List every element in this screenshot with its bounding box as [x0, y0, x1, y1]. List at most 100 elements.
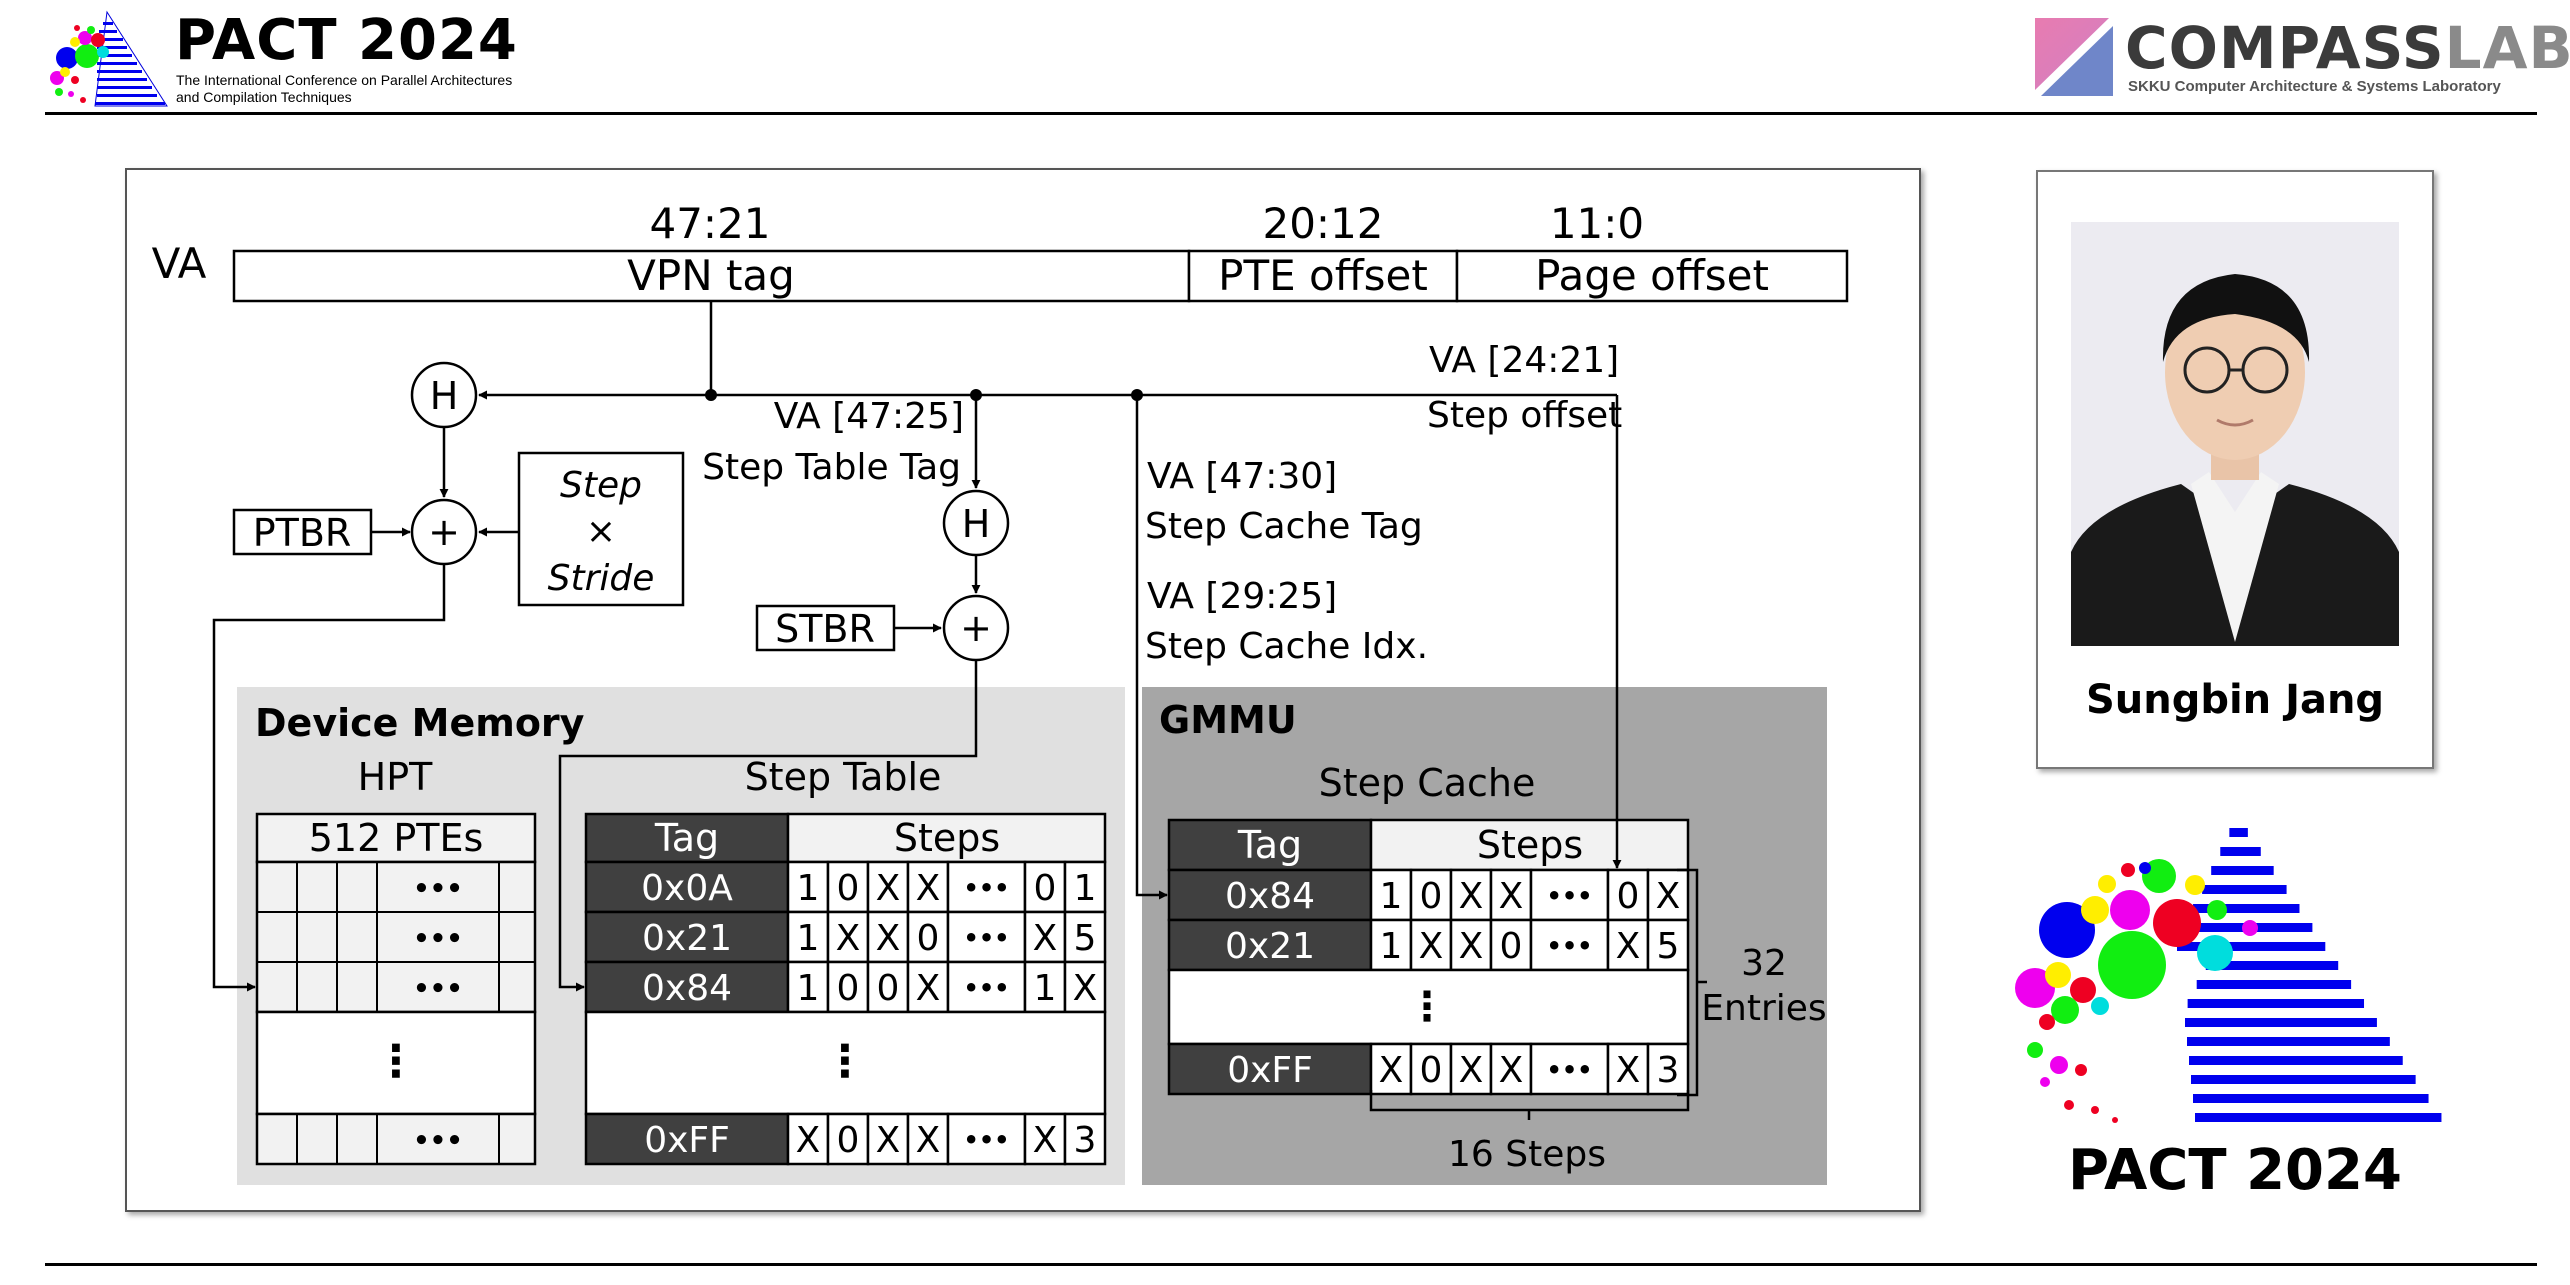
step-table-col-tag: Tag [654, 816, 719, 860]
hpt-title: HPT [358, 755, 433, 799]
step-cache-step-cell: X [1419, 926, 1444, 967]
ptbr-label: PTBR [253, 511, 352, 555]
step-table-step-cell: X [836, 918, 861, 959]
step-cache-step-cell: X [1656, 876, 1681, 917]
step-table-tag: 0x0A [641, 868, 733, 909]
hpt-ellipsis-row3: ••• [413, 974, 463, 1004]
step-table-step-cell: X [1073, 968, 1098, 1009]
lab-subtitle: SKKU Computer Architecture & Systems Lab… [2128, 78, 2501, 95]
step-table-last-step-cell: ••• [963, 1126, 1009, 1154]
step-table-step-cell: ••• [963, 874, 1009, 902]
step-cache-step-cell: 0 [1617, 876, 1640, 917]
junction-step-cache [1131, 389, 1143, 401]
bit-range-11-0: 11:0 [1550, 199, 1644, 248]
va-pte-offset-field [1187, 249, 1459, 303]
step-cache-last-step-cell: X [1379, 1050, 1404, 1091]
step-stride-times: × [586, 511, 616, 552]
step-table-last-step-cell: X [876, 1120, 901, 1161]
step-cache-step-cell: X [1459, 876, 1484, 917]
adder-step-table-label: + [960, 606, 992, 650]
step-table-tag-name: Step Table Tag [702, 447, 961, 488]
step-cache-tag: 0x84 [1225, 876, 1315, 917]
hpt-header: 512 PTEs [309, 816, 484, 860]
step-cache-col-tag: Tag [1237, 823, 1302, 867]
step-table-step-cell: 0 [837, 868, 860, 909]
step-table-step-cell: 1 [1034, 968, 1057, 1009]
entries-count: 32 [1741, 943, 1787, 984]
wires [212, 301, 1622, 992]
step-cache-step-cell: ••• [1546, 882, 1592, 910]
step-table-last-step-cell: X [1033, 1120, 1058, 1161]
junction-vpn [705, 389, 717, 401]
conference-subtitle: The International Conference on Parallel… [176, 72, 536, 106]
step-cache-col-steps: Steps [1477, 823, 1583, 867]
diagram-frame: VA 47:21 20:12 11:0 VPN tag PTE offset P… [125, 168, 1921, 1212]
conference-subtitle-line1: The International Conference on Parallel… [176, 72, 513, 88]
step-cache-step-cell: 0 [1420, 876, 1443, 917]
bit-range-47-21: 47:21 [649, 199, 770, 248]
step-table-step-cell: ••• [963, 924, 1009, 952]
step-table-step-cell: X [1033, 918, 1058, 959]
va-label: VA [152, 239, 207, 288]
step-cache-title: Step Cache [1319, 761, 1536, 805]
step-table-tag-bits: VA [47:25] [774, 396, 964, 437]
hpt-ellipsis-row2: ••• [413, 924, 463, 954]
pact-logo-title: PACT 2024 [2068, 1138, 2402, 1203]
step-cache-last-step-cell: ••• [1546, 1056, 1592, 1084]
step-offset-bits: VA [24:21] [1429, 340, 1619, 381]
entries-label: Entries [1701, 988, 1826, 1029]
steps-count-label: 16 Steps [1448, 1134, 1606, 1175]
device-memory-title: Device Memory [255, 701, 585, 745]
step-cache-last-tag: 0xFF [1227, 1050, 1313, 1091]
pact-logo-icon [50, 10, 168, 107]
va-page-offset-label: Page offset [1535, 251, 1769, 300]
ptbr-register [232, 508, 373, 556]
step-table-col-steps: Steps [894, 816, 1000, 860]
lab-name: COMPASSLAB [2125, 14, 2570, 82]
header-divider [45, 112, 2537, 115]
conference-subtitle-line2: and Compilation Techniques [176, 89, 352, 105]
step-stride-step: Step [560, 465, 642, 506]
hash-unit-step-table-label: H [962, 502, 991, 546]
presenter-card: Sungbin Jang [2036, 170, 2434, 769]
step-cache-tag: 0x21 [1225, 926, 1315, 967]
step-cache-step-cell: 1 [1380, 876, 1403, 917]
step-table-step-cell: 0 [837, 968, 860, 1009]
step-cache-last-step-cell: 0 [1420, 1050, 1443, 1091]
presenter-photo [2071, 222, 2399, 646]
step-table-tag: 0x21 [642, 918, 732, 959]
step-stride-stride: Stride [548, 558, 655, 599]
step-table-step-cell: 0 [917, 918, 940, 959]
step-table-step-cell: 0 [877, 968, 900, 1009]
step-cache-step-cell: 5 [1657, 926, 1680, 967]
step-table-step-cell: 0 [1034, 868, 1057, 909]
step-cache-step-cell: 0 [1500, 926, 1523, 967]
step-table-tag: 0x84 [642, 968, 732, 1009]
hpt-table: 512 PTEs ••• ••• ••• ⋮ ••• [255, 812, 537, 1166]
step-stride-box [517, 451, 685, 607]
step-table-step-cell: X [876, 918, 901, 959]
step-cache-step-cell: X [1499, 876, 1524, 917]
step-table-step-cell: 1 [797, 918, 820, 959]
step-offset-name: Step offset [1427, 395, 1622, 436]
hash-unit-hpt-label: H [430, 374, 459, 418]
steps-bracket [1369, 1090, 1690, 1120]
step-cache-last-step-cell: 3 [1657, 1050, 1680, 1091]
conference-title: PACT 2024 [175, 8, 518, 73]
step-cache-step-cell: ••• [1546, 932, 1592, 960]
step-cache-last-step-cell: X [1499, 1050, 1524, 1091]
step-cache-tag-bits: VA [47:30] [1147, 456, 1337, 497]
stbr-register [755, 604, 896, 652]
step-cache-last-step-cell: X [1459, 1050, 1484, 1091]
step-cache-vertical-ellipsis: ⋮ [1407, 984, 1447, 1030]
va-page-offset-field [1455, 249, 1849, 303]
va-vpn-tag-label: VPN tag [627, 251, 795, 300]
step-table-step-cell: 1 [797, 868, 820, 909]
